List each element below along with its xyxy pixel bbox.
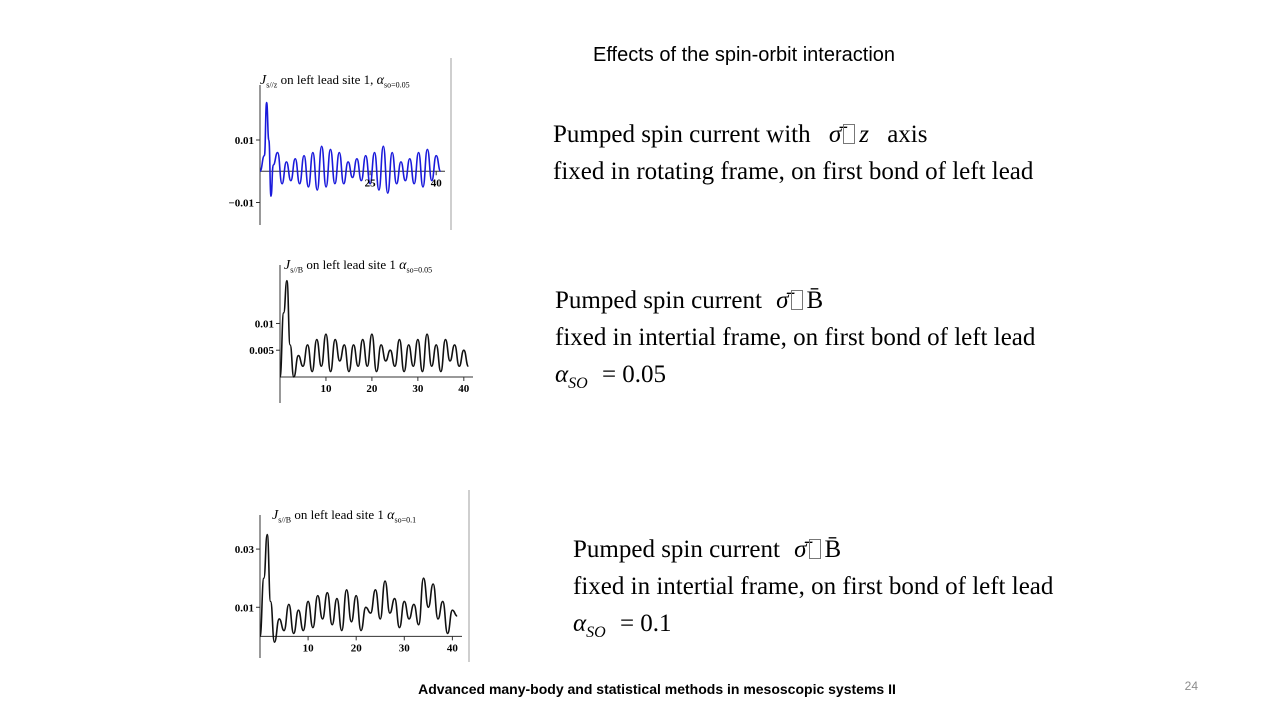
x-tick-label: 40 bbox=[458, 383, 470, 395]
x-tick-label: 10 bbox=[303, 642, 315, 654]
y-tick-label: 0.01 bbox=[255, 318, 274, 330]
series-line bbox=[279, 279, 470, 378]
description-2: Pumped spin current σ̄B̄ fixed in intert… bbox=[555, 282, 1035, 402]
x-tick-label: 30 bbox=[399, 642, 411, 654]
description-line: fixed in rotating frame, on first bond o… bbox=[553, 158, 1034, 185]
missing-glyph-box bbox=[790, 290, 803, 310]
slide-footer: Advanced many-body and statistical metho… bbox=[418, 681, 896, 697]
series-line bbox=[259, 533, 458, 643]
x-tick-label: 40 bbox=[431, 177, 443, 189]
divider-line bbox=[468, 490, 470, 662]
plot-2: 10 20 30 40 0.01 0.005 bbox=[245, 265, 485, 403]
description-line: fixed in intertial frame, on first bond … bbox=[555, 324, 1036, 351]
plot-1-svg: 25 40 0.01 −0.01 bbox=[228, 85, 445, 225]
missing-glyph-box bbox=[843, 124, 856, 144]
y-tick-label: −0.01 bbox=[228, 198, 254, 210]
description-line: Pumped spin current with σ̄z axis bbox=[553, 121, 928, 148]
plot-1: 25 40 0.01 −0.01 bbox=[228, 85, 455, 230]
x-tick-label: 30 bbox=[412, 383, 424, 395]
missing-glyph-box bbox=[808, 539, 821, 559]
plot-2-svg: 10 20 30 40 0.01 0.005 bbox=[249, 265, 473, 403]
description-line: αSO = 0.05 bbox=[555, 361, 667, 392]
divider-line bbox=[450, 58, 452, 230]
page-number: 24 bbox=[1184, 679, 1198, 693]
plot-3-svg: 10 20 30 40 0.03 0.01 bbox=[235, 515, 462, 658]
description-line: fixed in intertial frame, on first bond … bbox=[573, 573, 1054, 600]
plot-2-title: Js//B on left lead site 1 αso=0.05 bbox=[284, 257, 433, 275]
x-tick-label: 20 bbox=[366, 383, 378, 395]
y-tick-label: 0.03 bbox=[235, 544, 255, 556]
y-tick-label: 0.01 bbox=[235, 602, 254, 614]
description-line: Pumped spin current σ̄B̄ bbox=[573, 536, 842, 563]
description-line: Pumped spin current σ̄B̄ bbox=[555, 287, 824, 314]
x-tick-label: 20 bbox=[351, 642, 363, 654]
description-3: Pumped spin current σ̄B̄ fixed in intert… bbox=[573, 531, 1053, 651]
series-line bbox=[259, 101, 442, 198]
plot-3: 10 20 30 40 0.03 0.01 bbox=[230, 515, 475, 658]
plot-1-title: Js//z on left lead site 1, αso=0.05 bbox=[260, 72, 410, 90]
y-tick-label: 0.01 bbox=[235, 135, 254, 147]
plot-3-title: Js//B on left lead site 1 αso=0.1 bbox=[272, 507, 417, 525]
y-tick-label: 0.005 bbox=[249, 345, 274, 357]
x-tick-label: 25 bbox=[365, 177, 377, 189]
slide-title: Effects of the spin-orbit interaction bbox=[593, 44, 896, 66]
description-1: Pumped spin current with σ̄z axis fixed … bbox=[553, 116, 1033, 190]
x-tick-label: 40 bbox=[447, 642, 459, 654]
x-tick-label: 10 bbox=[320, 383, 332, 395]
description-line: αSO = 0.1 bbox=[573, 610, 672, 641]
